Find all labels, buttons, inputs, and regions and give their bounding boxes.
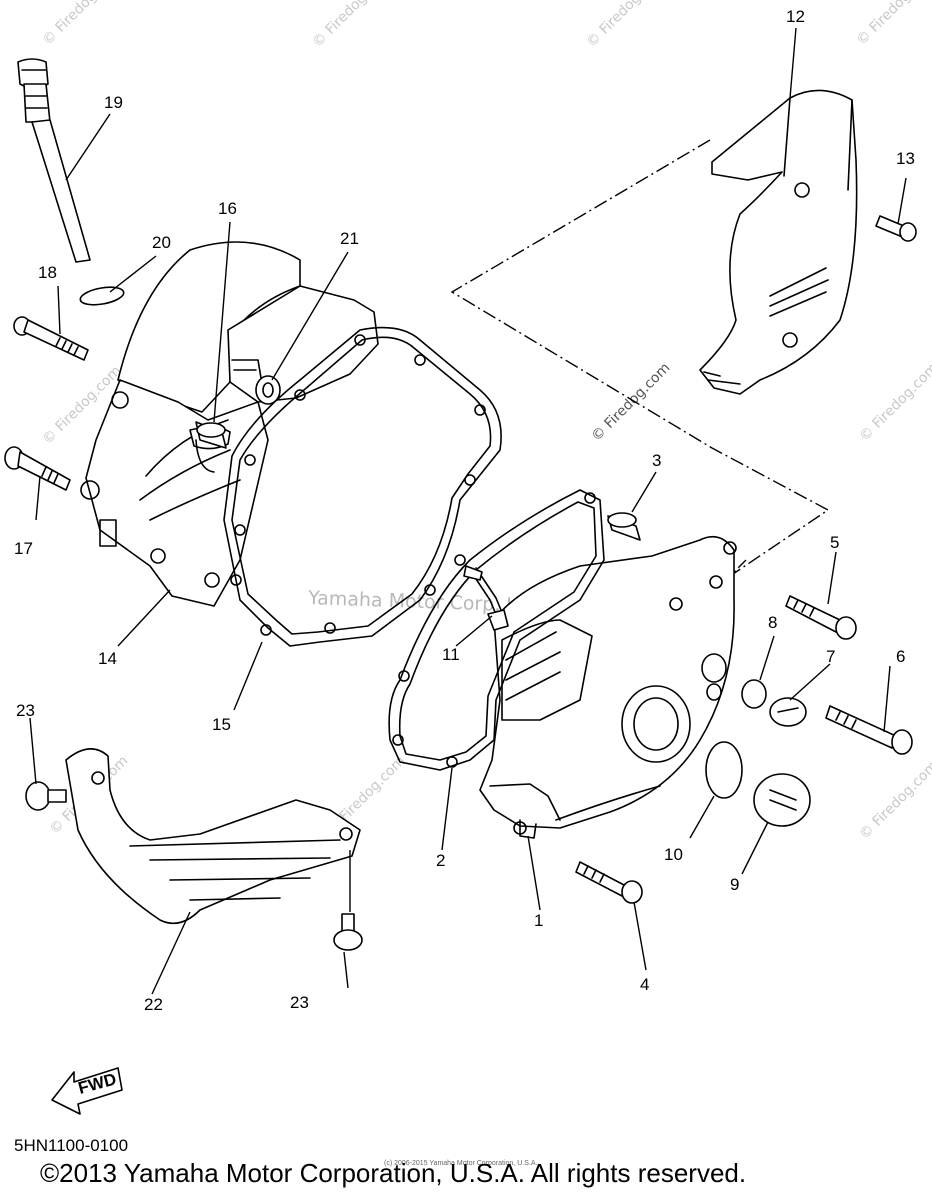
part-21-oil-seal <box>255 375 281 405</box>
callout-2: 2 <box>436 851 445 870</box>
part-5-bolt <box>785 595 857 640</box>
linkage-outline <box>450 139 830 577</box>
callout-20: 20 <box>152 233 171 252</box>
callout-10: 10 <box>664 845 683 864</box>
callout-15: 15 <box>212 715 231 734</box>
part-1-crankcase-cover <box>479 535 737 839</box>
part-19-dipstick <box>17 58 91 263</box>
part-6-bolt <box>825 705 913 755</box>
part-15-gasket <box>223 326 502 647</box>
callout-9: 9 <box>730 875 739 894</box>
part-18-bolt <box>13 316 89 361</box>
part-20-o-ring <box>79 286 125 306</box>
part-13-bolt <box>875 215 917 242</box>
part-9-cap <box>753 773 811 827</box>
callout-17: 17 <box>14 539 33 558</box>
watermark: © Firedog.com <box>857 360 932 445</box>
callout-23-lower: 23 <box>290 993 309 1012</box>
callout-16: 16 <box>218 199 237 218</box>
copyright-text: ©2013 Yamaha Motor Corporation, U.S.A. A… <box>40 1158 747 1188</box>
leader-lines <box>29 27 907 995</box>
tiny-notice: (c) 2006-2015 Yamaha Motor Corporation, … <box>384 1160 538 1167</box>
watermark: © Firedog.com <box>854 0 932 49</box>
callout-13: 13 <box>896 149 915 168</box>
callout-8: 8 <box>768 613 777 632</box>
callout-21: 21 <box>340 229 359 248</box>
part-12-cover <box>699 89 858 395</box>
part-22-skid-plate <box>65 748 361 925</box>
callout-1: 1 <box>534 911 543 930</box>
watermark: © Firedog.com <box>40 0 125 49</box>
watermark: © Firedog.com <box>589 360 674 445</box>
part-8-o-ring <box>741 679 767 709</box>
callouts: 1 2 3 4 5 6 7 8 9 10 11 12 13 14 15 16 1… <box>14 7 915 1014</box>
part-17-bolt <box>4 446 71 491</box>
callout-19: 19 <box>104 93 123 112</box>
part-4-bolt <box>575 861 643 904</box>
watermark: © Firedog.com <box>584 0 669 51</box>
callout-23: 23 <box>16 701 35 720</box>
callout-7: 7 <box>826 647 835 666</box>
part-23-bolt <box>25 781 67 811</box>
part-7-plug <box>769 697 807 727</box>
callout-6: 6 <box>896 647 905 666</box>
watermark: © Firedog.com <box>857 758 932 843</box>
part-23-bolt <box>333 913 363 951</box>
callout-5: 5 <box>830 533 839 552</box>
part-11-clamp <box>463 565 509 631</box>
watermark: © Firedog.com <box>310 0 395 51</box>
callout-11: 11 <box>442 645 460 664</box>
callout-12: 12 <box>786 7 805 26</box>
callout-22: 22 <box>144 995 163 1014</box>
callout-3: 3 <box>652 451 661 470</box>
fwd-arrow-icon: FWD <box>51 1067 123 1115</box>
part-3-dowel <box>607 512 641 541</box>
part-16-dowel-pin <box>195 421 227 449</box>
diagram-code: 5HN1100-0100 <box>14 1136 129 1155</box>
callout-18: 18 <box>38 263 57 282</box>
callout-14: 14 <box>98 649 117 668</box>
callout-4: 4 <box>640 975 649 994</box>
part-10-o-ring <box>705 741 743 799</box>
